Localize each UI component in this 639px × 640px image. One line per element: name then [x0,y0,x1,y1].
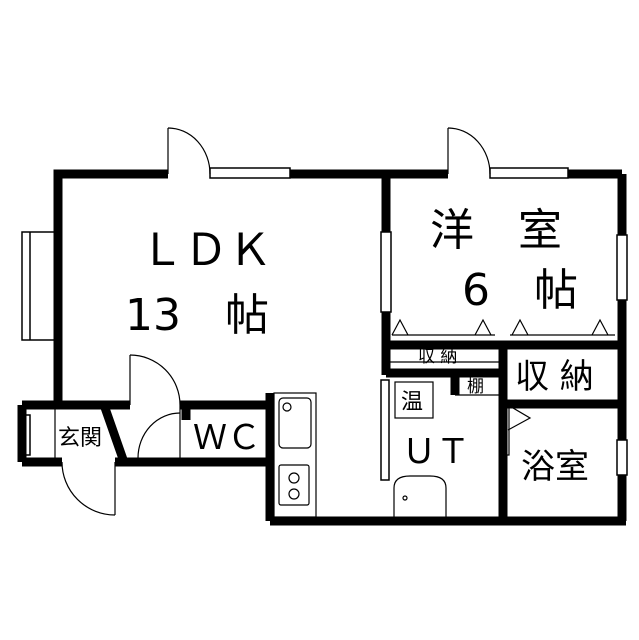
room-size-ldk: 13 帖 [125,290,269,341]
room-label-utility: ＵＴ [402,432,470,472]
room-label-bathroom: 浴室 [521,447,589,487]
label-water-heater: 温 [401,390,423,415]
label-shelf: 棚 [467,377,484,397]
room-label-toilet: ＷＣ [193,418,261,458]
room-label-ldk: ＬＤＫ [140,225,272,276]
fixtures [54,318,615,518]
doors [61,127,532,516]
room-label-closet-large: 収 納 [515,357,594,397]
room-label-entrance: 玄関 [58,426,102,451]
room-size-western: 6 帖 [462,265,578,316]
room-label-western: 洋 室 [430,205,562,256]
room-label-closet-small: 収 納 [418,347,457,367]
